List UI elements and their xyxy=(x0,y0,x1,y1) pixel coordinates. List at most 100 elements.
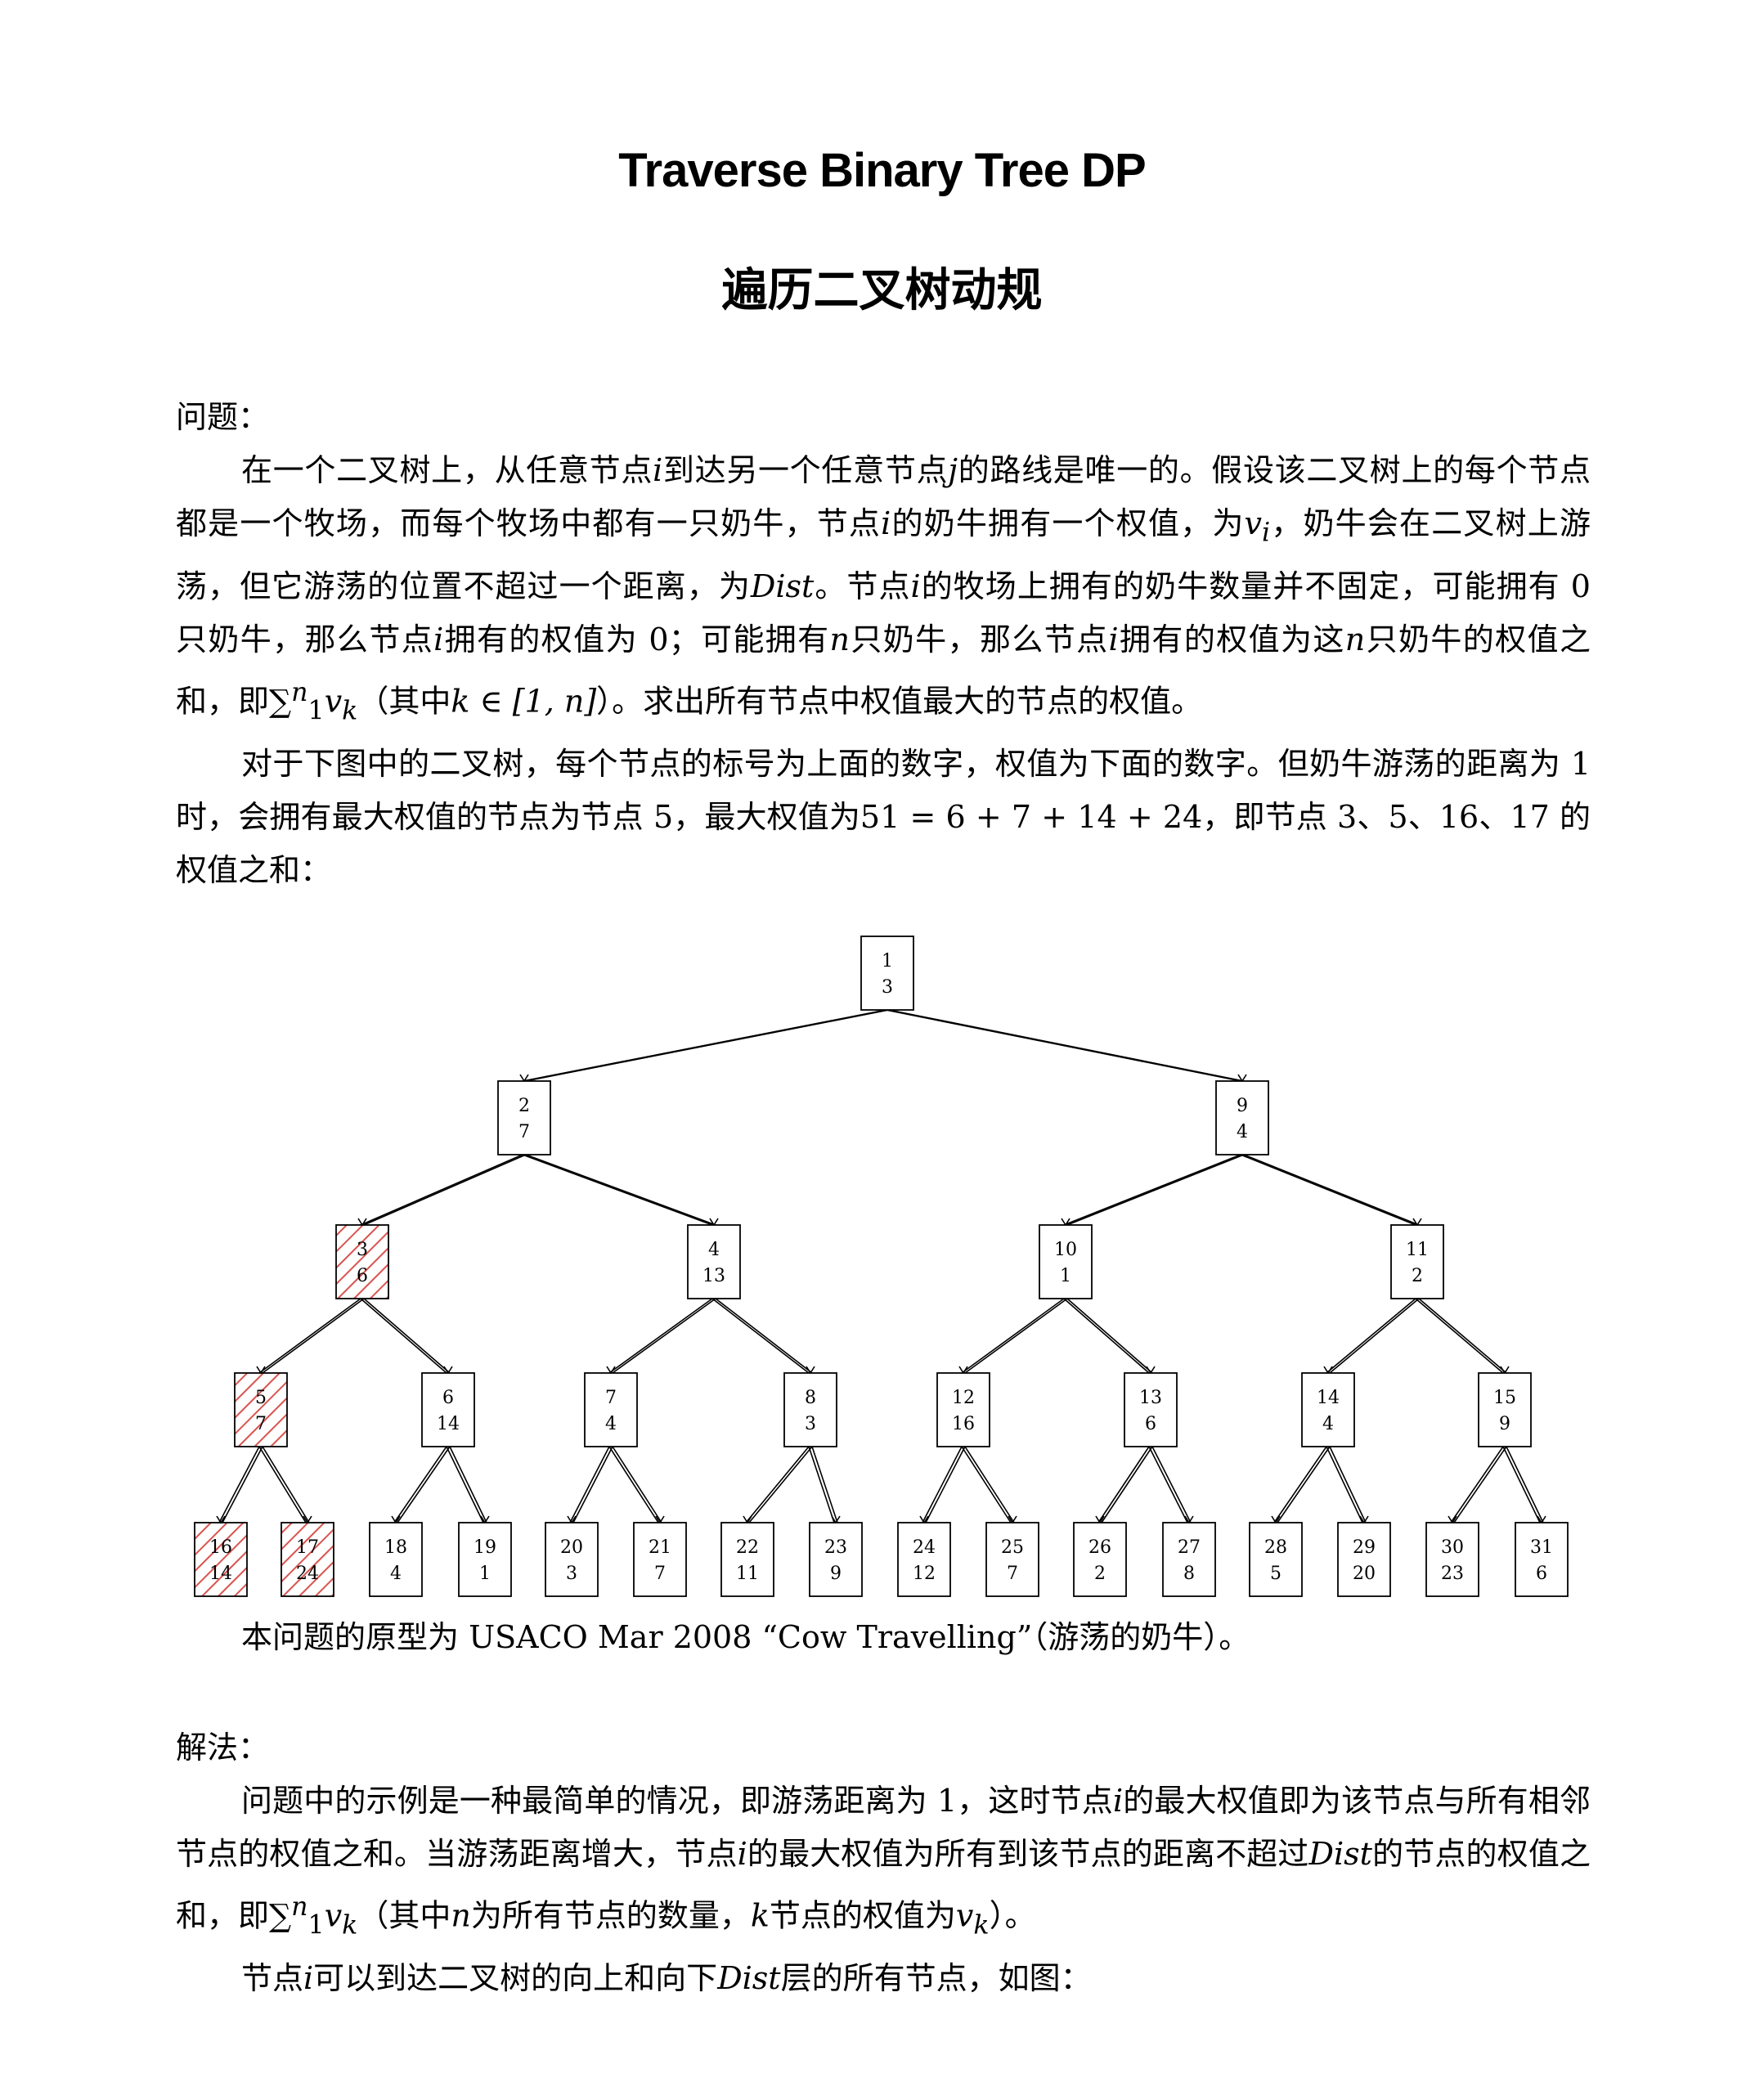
math-i: i xyxy=(303,1960,314,1997)
math-n: n xyxy=(1344,621,1366,657)
math-k: k xyxy=(750,1897,770,1934)
math-k-range: k ∈ [1, n] xyxy=(451,683,597,720)
tree-node-28: 285 xyxy=(1249,1522,1303,1597)
tree-edge xyxy=(363,1298,451,1374)
tree-node-weight: 4 xyxy=(1237,1122,1248,1142)
math-sub-i: i xyxy=(1261,518,1271,548)
tree-node-label: 14 xyxy=(1317,1388,1340,1408)
tree-node-26: 262 xyxy=(1073,1522,1127,1597)
tree-edge xyxy=(1453,1446,1507,1523)
math-v: v xyxy=(324,1897,343,1934)
math-sum-sup: n xyxy=(291,1892,308,1922)
tree-node-box xyxy=(783,1372,837,1447)
math-sum-sub: 1 xyxy=(307,695,325,725)
tree-node-box xyxy=(497,1080,551,1155)
tree-node-weight: 11 xyxy=(736,1564,759,1584)
tree-node-14: 144 xyxy=(1301,1372,1355,1447)
math-i: i xyxy=(653,452,663,488)
tree-node-weight: 4 xyxy=(605,1414,617,1434)
tree-edge xyxy=(1415,1298,1504,1374)
tree-edge xyxy=(961,1446,1012,1523)
text-run: ）。求出所有节点中权值最大的节点的权值。 xyxy=(596,683,1203,720)
tree-node-label: 29 xyxy=(1353,1537,1376,1558)
tree-node-label: 15 xyxy=(1493,1388,1516,1408)
math-sub-k: k xyxy=(342,1910,358,1941)
math-i: i xyxy=(1112,1783,1124,1819)
tree-node-box xyxy=(1390,1224,1444,1299)
math-dist: Dist xyxy=(1308,1836,1372,1872)
tree-node-box xyxy=(584,1372,638,1447)
tree-edge xyxy=(1277,1446,1331,1523)
text-run: （其中 xyxy=(357,1897,451,1934)
tree-node-21: 217 xyxy=(633,1522,687,1597)
tree-edge xyxy=(572,1446,613,1523)
tree-node-weight: 6 xyxy=(1145,1414,1156,1434)
tree-node-weight: 12 xyxy=(913,1564,936,1584)
tree-edge xyxy=(1151,1446,1192,1523)
text-run: 层的所有节点，如图： xyxy=(780,1960,1092,1997)
tree-node-label: 4 xyxy=(708,1240,720,1260)
tree-node-18: 184 xyxy=(369,1522,423,1597)
tree-node-box xyxy=(687,1224,741,1299)
text-run: 在一个二叉树上，从任意节点 xyxy=(241,452,653,488)
tree-edge xyxy=(922,1446,963,1523)
tree-edge xyxy=(522,1154,713,1226)
tree-node-weight: 14 xyxy=(209,1564,232,1584)
solution-paragraph-1: 问题中的示例是一种最简单的情况，即游荡距离为 1，这时节点i的最大权值即为该节点… xyxy=(176,1775,1591,1952)
tree-node-label: 21 xyxy=(649,1537,671,1558)
tree-edge xyxy=(1066,1298,1153,1374)
tree-edge xyxy=(360,1154,523,1226)
text-run: 节点的权值为 xyxy=(769,1897,956,1934)
tree-node-box-hatched xyxy=(281,1522,334,1597)
tree-edge xyxy=(748,1446,813,1523)
tree-node-box xyxy=(1478,1372,1532,1447)
problem-paragraph-2: 对于下图中的二叉树，每个节点的标号为上面的数字，权值为下面的数字。但奶牛游荡的距… xyxy=(176,745,1591,888)
tree-node-weight: 16 xyxy=(952,1414,975,1434)
text-run: 节点 xyxy=(241,1960,304,1997)
math-sum-sup: n xyxy=(291,677,308,707)
problem-heading: 问题： xyxy=(176,399,270,435)
tree-edge xyxy=(1063,1154,1241,1226)
math-i: i xyxy=(881,505,891,541)
tree-edge xyxy=(525,1009,890,1082)
text-run: 为所有节点的数量， xyxy=(470,1897,751,1934)
text-run: 可以到达二叉树的向上和向下 xyxy=(313,1960,718,1997)
tree-node-box-hatched xyxy=(335,1224,389,1299)
tree-node-box-hatched xyxy=(234,1372,288,1447)
tree-node-9: 94 xyxy=(1215,1080,1269,1155)
tree-edge xyxy=(360,1298,447,1374)
tree-edge xyxy=(1240,1154,1416,1226)
tree-node-box xyxy=(458,1522,512,1597)
text-run: 。节点 xyxy=(814,568,911,604)
tree-node-label: 7 xyxy=(605,1388,617,1408)
tree-edge xyxy=(258,1298,361,1374)
tree-node-box xyxy=(1249,1522,1303,1597)
tree-edge xyxy=(449,1446,487,1523)
tree-node-box xyxy=(1162,1522,1216,1597)
math-sub-k: k xyxy=(973,1910,990,1941)
tree-edge xyxy=(397,1446,451,1523)
text-run: ）。 xyxy=(989,1897,1036,1934)
tree-node-label: 17 xyxy=(296,1537,319,1558)
tree-node-weight: 3 xyxy=(566,1564,577,1584)
tree-edge xyxy=(569,1446,610,1523)
solution-paragraph-2: 节点i可以到达二叉树的向上和向下Dist层的所有节点，如图： xyxy=(176,1952,1591,2005)
solution-heading: 解法： xyxy=(176,1730,270,1766)
title-english: Traverse Binary Tree DP xyxy=(618,144,1146,197)
tree-node-10: 101 xyxy=(1039,1224,1093,1299)
tree-node-weight: 7 xyxy=(518,1122,530,1142)
tree-node-weight: 4 xyxy=(390,1564,402,1584)
math-v: v xyxy=(324,683,343,720)
tree-edge xyxy=(1506,1446,1544,1523)
tree-node-weight: 2 xyxy=(1412,1266,1423,1286)
tree-node-weight: 6 xyxy=(1536,1564,1547,1584)
text-run: 到达另一个任意节点 xyxy=(662,452,949,488)
tree-node-weight: 5 xyxy=(1270,1564,1281,1584)
tree-edge xyxy=(446,1446,484,1523)
tree-node-box xyxy=(1515,1522,1569,1597)
tree-node-19: 191 xyxy=(458,1522,512,1597)
tree-edge xyxy=(811,1446,838,1523)
